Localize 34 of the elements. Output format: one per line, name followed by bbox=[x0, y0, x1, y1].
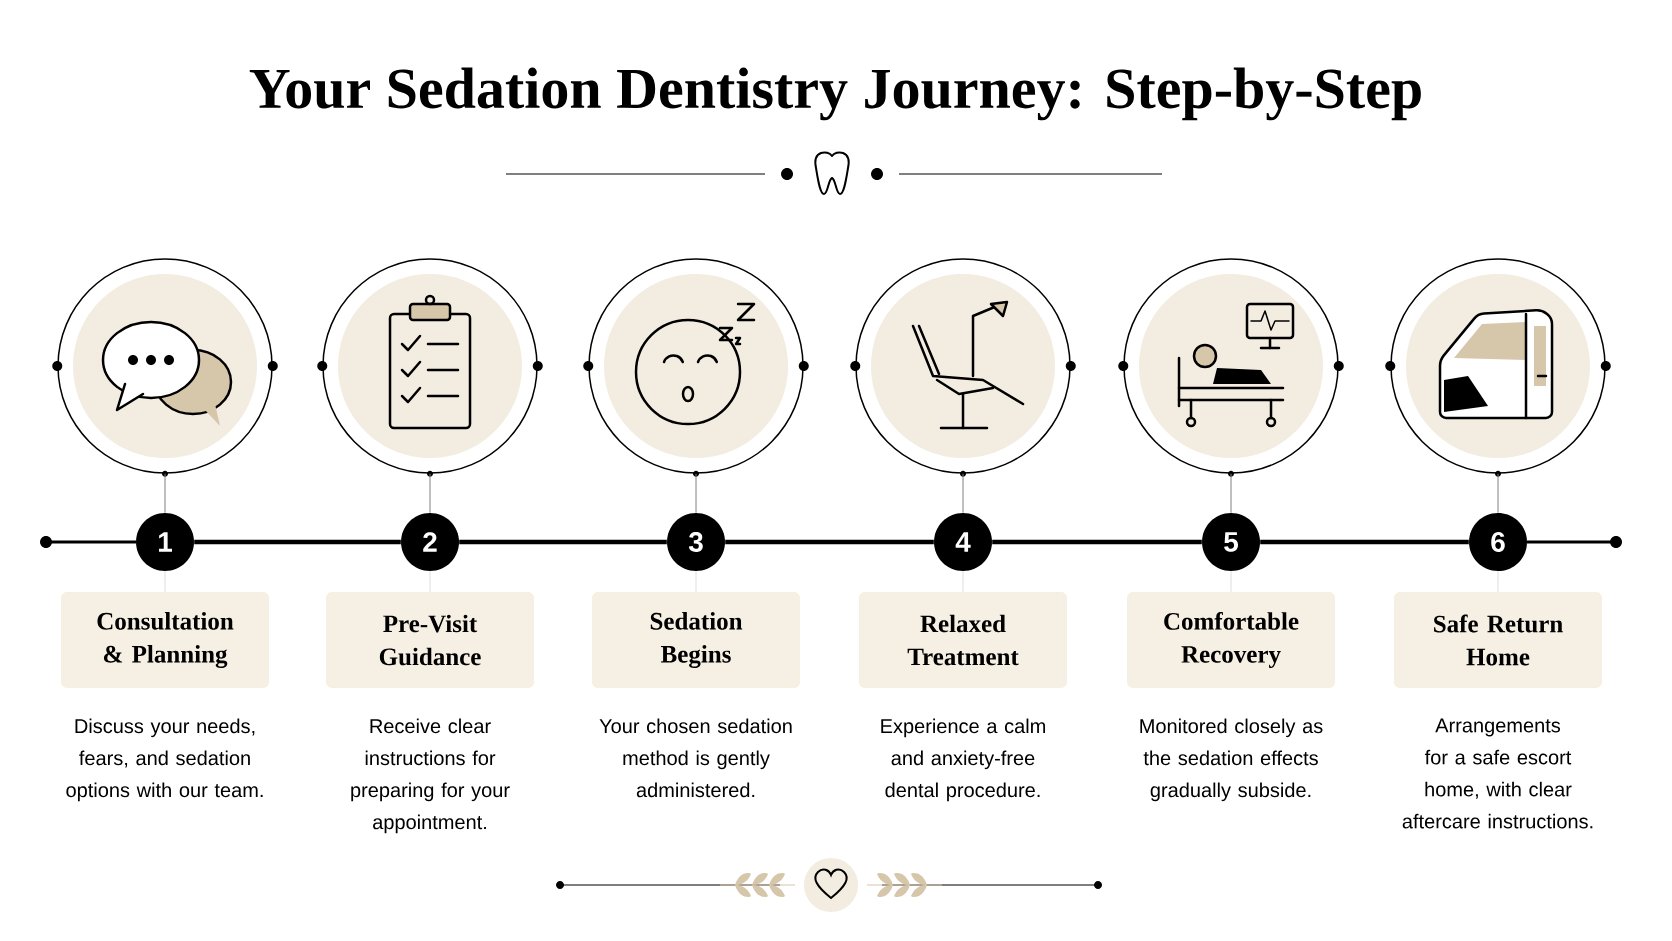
step-number: 6 bbox=[1469, 513, 1527, 571]
icon-circle bbox=[850, 258, 1076, 477]
connector-line bbox=[962, 473, 964, 514]
step-number: 4 bbox=[934, 513, 992, 571]
step-number: 3 bbox=[667, 513, 725, 571]
icon-circle bbox=[317, 258, 543, 477]
step-heading: Safe Return Home bbox=[1394, 592, 1602, 688]
timeline-line bbox=[992, 539, 1202, 545]
timeline-line bbox=[459, 539, 667, 545]
step-description: Your chosen sedation method is gently administered. bbox=[599, 718, 792, 798]
icon-circle bbox=[1118, 258, 1344, 477]
timeline-line bbox=[1260, 539, 1469, 545]
step-heading: Relaxed Treatment bbox=[859, 592, 1067, 688]
step-heading: Comfortable Recovery bbox=[1127, 592, 1335, 688]
step-number: 1 bbox=[136, 513, 194, 571]
connector-line bbox=[1230, 473, 1232, 514]
timeline-line bbox=[194, 539, 401, 545]
step-heading: Pre-Visit Guidance bbox=[326, 592, 534, 688]
step-description: Experience a calm and anxiety-free dental procedure. bbox=[881, 718, 1045, 802]
step-number: 5 bbox=[1202, 513, 1260, 571]
connector-line bbox=[1497, 473, 1499, 514]
step-description: Discuss your needs, fears, and sedation options with our team. bbox=[66, 718, 263, 802]
step-heading: Consultation & Planning bbox=[61, 592, 269, 688]
step-number: 2 bbox=[401, 513, 459, 571]
icon-circle bbox=[583, 258, 809, 477]
step-heading: Sedation Begins bbox=[592, 592, 800, 688]
connector-line bbox=[429, 473, 431, 514]
timeline-line bbox=[725, 539, 934, 545]
title: Your Sedation Dentistry Journey: Step-by-Step bbox=[249, 67, 1421, 121]
connector-line bbox=[164, 473, 166, 514]
step-description: Receive clear instructions for preparing for your appointment. bbox=[351, 718, 510, 834]
connector-line bbox=[695, 473, 697, 514]
step-description: Monitored closely as the sedation effects gradually subside. bbox=[1140, 718, 1323, 802]
step-description: Arrangements for a safe escort home, with clear aftercare instructions. bbox=[1402, 718, 1593, 829]
